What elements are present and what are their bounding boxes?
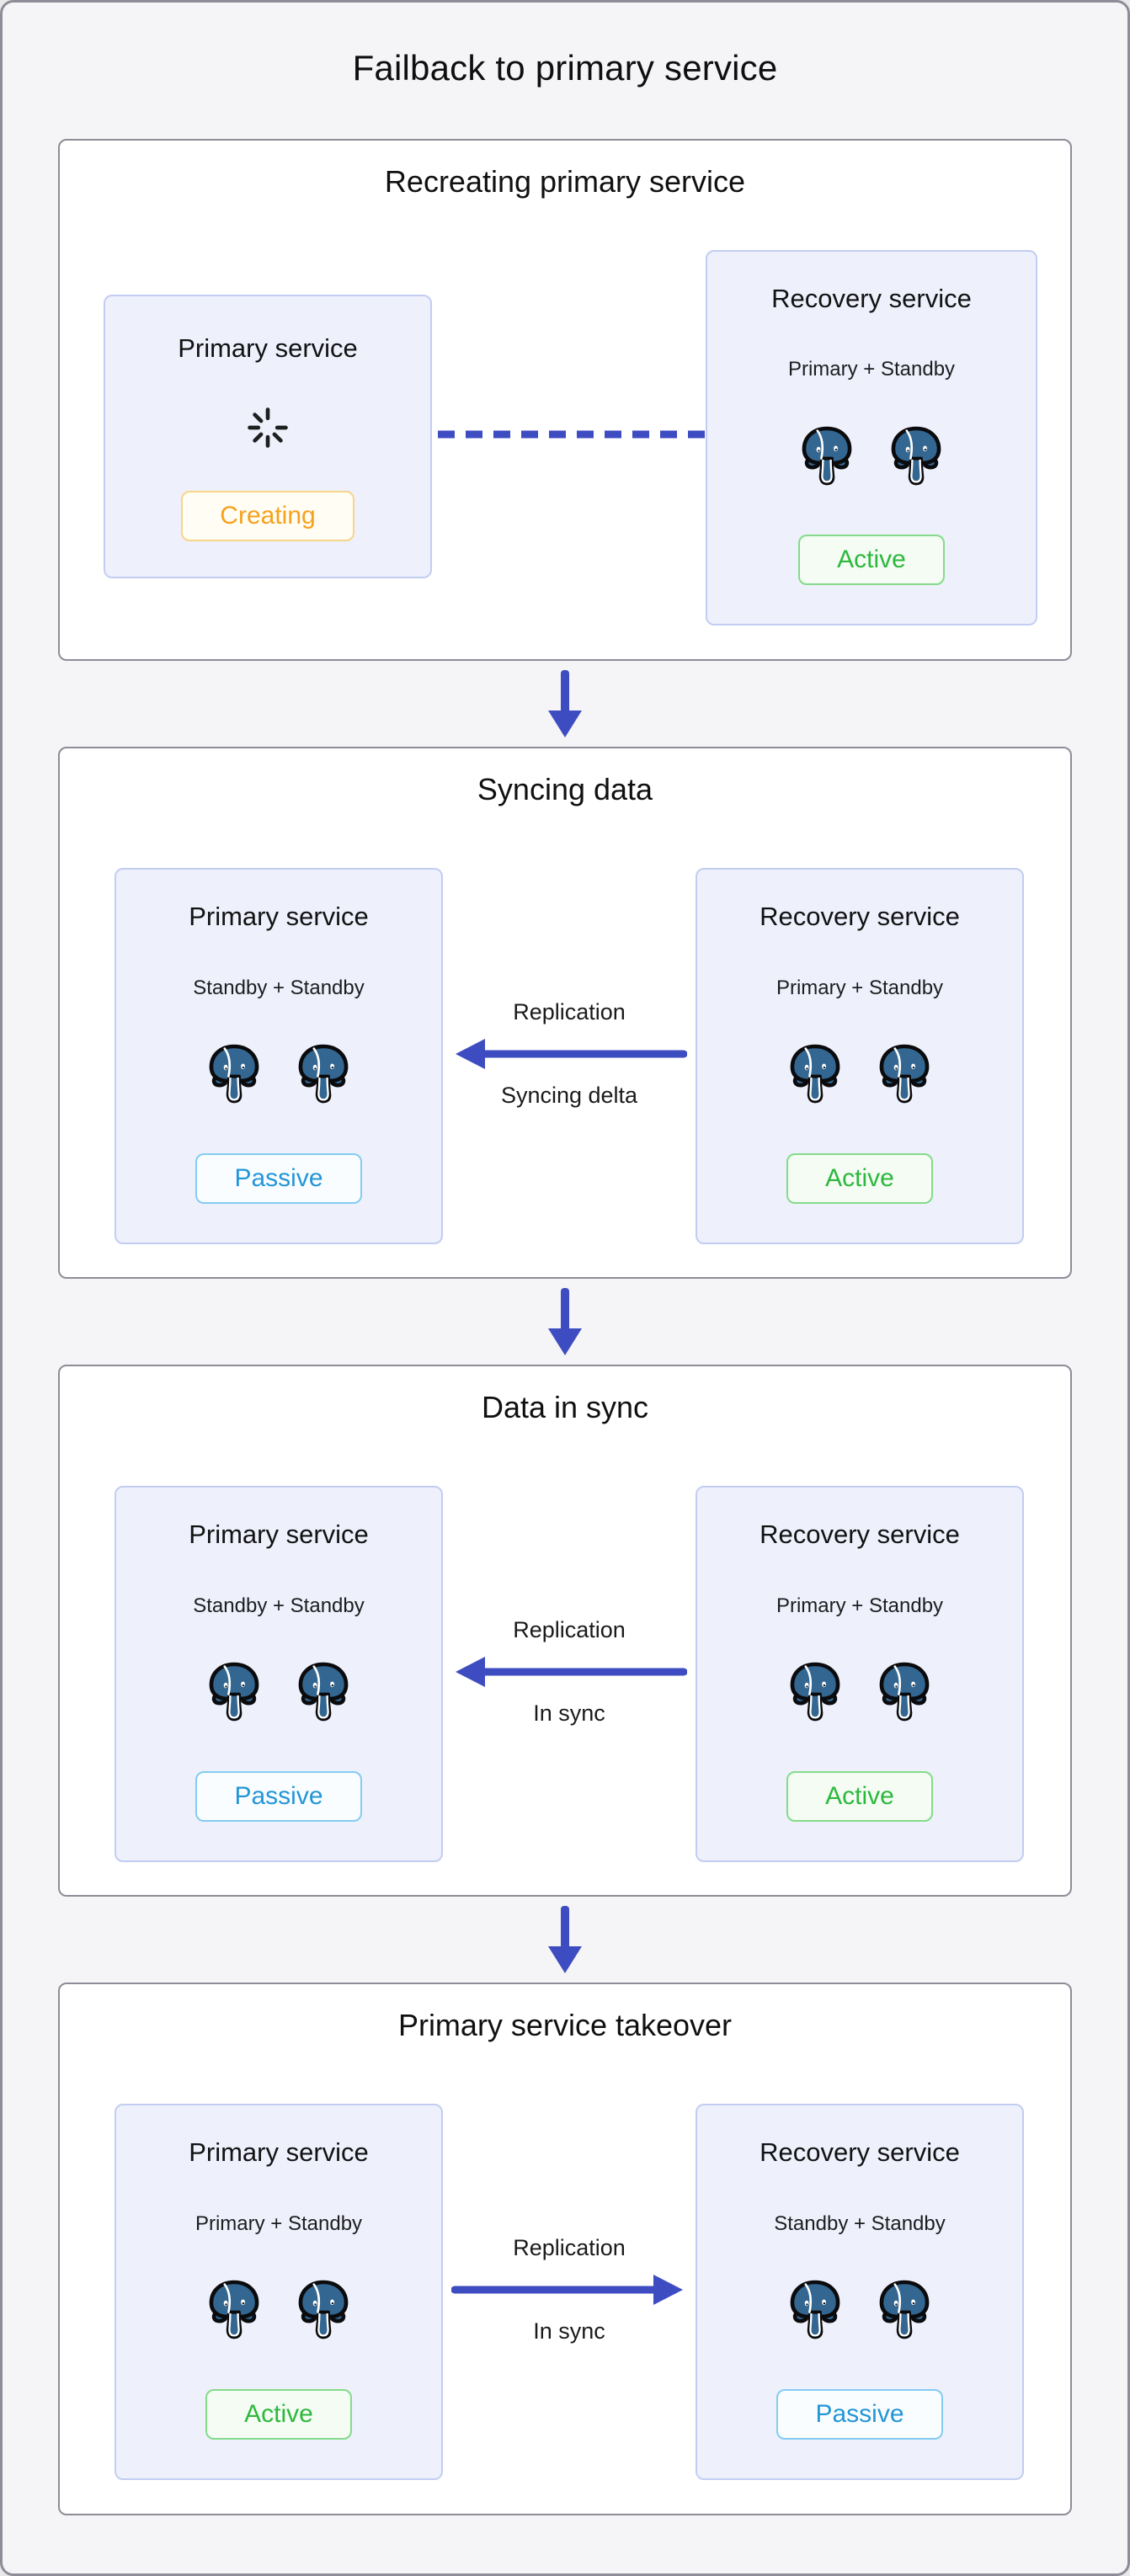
replication-label: Replication — [513, 999, 626, 1025]
postgres-elephant-icon — [877, 1044, 932, 1109]
replication-arrow: Replication In sync — [443, 2235, 696, 2344]
service-box-title: Recovery service — [760, 2137, 960, 2167]
postgres-elephants — [787, 2280, 932, 2344]
status-badge: Passive — [195, 1770, 362, 1822]
service-box-subtitle: Primary + Standby — [787, 358, 956, 381]
stage-panel-syncing: Syncing data Primary service Standby + S… — [58, 747, 1072, 1279]
postgres-elephants — [206, 2280, 351, 2344]
replication-label: Replication — [513, 1617, 626, 1642]
primary-service-box: Primary service Primary + Standby Active — [115, 2104, 443, 2480]
recovery-service-box: Recovery service Primary + Standby Activ… — [706, 250, 1037, 625]
replication-arrow: Replication In sync — [443, 1617, 696, 1727]
postgres-elephant-icon — [206, 1044, 262, 1109]
postgres-elephants — [206, 1662, 351, 1727]
postgres-elephant-icon — [787, 1044, 843, 1109]
postgres-elephant-icon — [296, 1044, 351, 1109]
postgres-elephant-icon — [888, 426, 944, 491]
primary-service-box: Primary service Standby + Standby Passiv… — [115, 868, 443, 1244]
service-box-title: Recovery service — [760, 902, 960, 931]
service-box-title: Primary service — [189, 1520, 369, 1549]
postgres-elephant-icon — [206, 2280, 262, 2344]
stage-title: Data in sync — [481, 1390, 649, 1424]
arrow-left-icon — [456, 1039, 687, 1069]
stage-panel-takeover: Primary service takeover Primary service… — [58, 1983, 1072, 2515]
stage-title: Recreating primary service — [384, 164, 746, 199]
postgres-elephant-icon — [877, 1662, 932, 1727]
primary-service-box: Primary service Creating — [104, 295, 432, 578]
postgres-elephant-icon — [296, 2280, 351, 2344]
spinner-icon — [244, 403, 291, 452]
sync-state-label: In sync — [533, 2318, 605, 2344]
arrow-right-icon — [451, 2275, 683, 2305]
dashed-link — [435, 428, 708, 443]
postgres-elephants — [787, 1662, 932, 1727]
stage-title: Syncing data — [477, 772, 653, 806]
service-box-subtitle: Primary + Standby — [776, 976, 944, 999]
postgres-elephants — [787, 1044, 932, 1109]
service-box-title: Primary service — [189, 902, 369, 931]
arrow-left-icon — [456, 1657, 687, 1687]
service-box-title: Primary service — [178, 333, 358, 363]
postgres-elephants — [206, 1044, 351, 1109]
postgres-elephant-icon — [787, 2280, 843, 2344]
recovery-service-box: Recovery service Primary + Standby Activ… — [696, 868, 1024, 1244]
status-badge: Passive — [195, 1152, 362, 1204]
service-box-title: Recovery service — [771, 284, 972, 313]
recovery-service-box: Recovery service Primary + Standby Activ… — [696, 1486, 1024, 1862]
flow-arrow-down-icon — [3, 1279, 1127, 1365]
status-badge: Passive — [776, 2388, 943, 2440]
primary-service-box: Primary service Standby + Standby Passiv… — [115, 1486, 443, 1862]
stage-panel-recreating: Recreating primary service Primary servi… — [58, 139, 1072, 661]
postgres-elephant-icon — [206, 1662, 262, 1727]
status-badge: Active — [798, 534, 945, 585]
postgres-elephants — [799, 426, 944, 491]
replication-label: Replication — [513, 2235, 626, 2260]
flow-arrow-down-icon — [3, 1897, 1127, 1983]
status-badge: Active — [786, 1770, 933, 1822]
replication-arrow: Replication Syncing delta — [443, 999, 696, 1109]
status-badge: Creating — [181, 491, 354, 541]
service-box-title: Recovery service — [760, 1520, 960, 1549]
status-badge: Active — [205, 2388, 352, 2440]
service-box-subtitle: Standby + Standby — [193, 976, 365, 999]
stage-title: Primary service takeover — [397, 2008, 733, 2042]
flow-arrow-down-icon — [3, 661, 1127, 747]
service-box-title: Primary service — [189, 2137, 369, 2167]
stage-panel-in-sync: Data in sync Primary service Standby + S… — [58, 1365, 1072, 1897]
service-box-subtitle: Primary + Standby — [776, 1594, 944, 1617]
postgres-elephant-icon — [296, 1662, 351, 1727]
postgres-elephant-icon — [787, 1662, 843, 1727]
service-box-subtitle: Primary + Standby — [195, 2211, 363, 2235]
sync-state-label: In sync — [533, 1700, 605, 1726]
service-box-subtitle: Standby + Standby — [193, 1594, 365, 1617]
recovery-service-box: Recovery service Standby + Standby Passi… — [696, 2104, 1024, 2480]
status-badge: Active — [786, 1152, 933, 1204]
sync-state-label: Syncing delta — [500, 1083, 638, 1108]
postgres-elephant-icon — [799, 426, 855, 491]
postgres-elephant-icon — [877, 2280, 932, 2344]
service-box-subtitle: Standby + Standby — [774, 2211, 946, 2235]
page-title: Failback to primary service — [352, 48, 778, 88]
